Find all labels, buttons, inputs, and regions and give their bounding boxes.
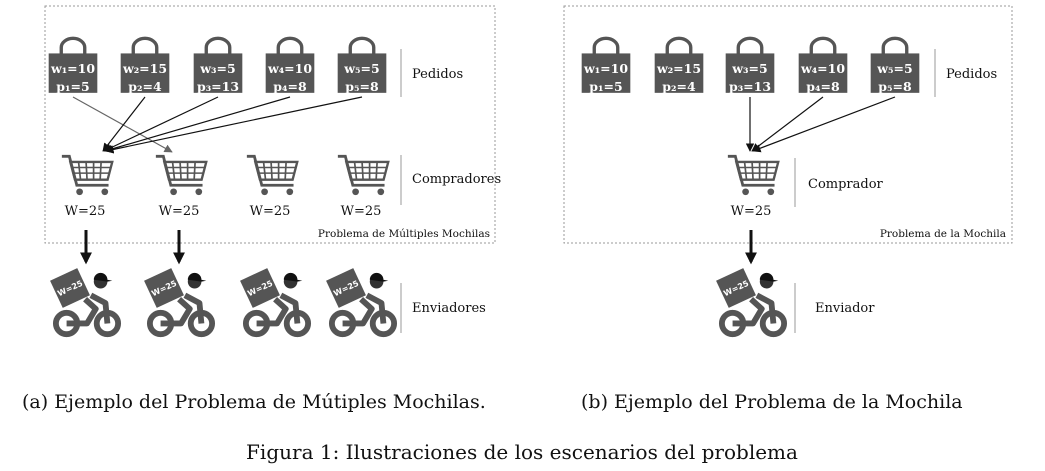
- order-bag: w₅=5 p₅=8: [336, 36, 388, 95]
- courier-label: Enviador: [815, 301, 875, 316]
- order-weight: w₁=10: [583, 61, 628, 76]
- courier-box: [144, 268, 184, 308]
- buyer-capacity: W=25: [341, 204, 382, 219]
- order-bag: w₁=10 p₁=5: [580, 36, 632, 95]
- orders-label: Pedidos: [412, 67, 463, 82]
- cart-icon: [245, 154, 299, 197]
- courier-box: [716, 268, 756, 308]
- courier: W=25: [716, 268, 784, 334]
- order-bag: w₄=10 p₄=8: [264, 36, 316, 95]
- order-bag: w₂=15 p₂=4: [653, 36, 705, 95]
- caption-b: (b) Ejemplo del Problema de la Mochila: [581, 391, 963, 413]
- problem-box-label: Problema de la Mochila: [880, 228, 1006, 240]
- buyer-capacity: W=25: [159, 204, 200, 219]
- order-weight: w₄=10: [267, 61, 312, 76]
- order-profit: p₅=8: [878, 79, 912, 94]
- panel-a: w₁=10 p₁=5 w₂=15 p₂=4 w₃=5 p₃=13 w₄=10 p…: [22, 5, 501, 413]
- courier-box: [240, 268, 280, 308]
- order-weight: w₂=15: [656, 61, 701, 76]
- order-bag: w₃=5 p₃=13: [724, 36, 776, 95]
- order-profit: p₃=13: [729, 79, 771, 94]
- order-profit: p₅=8: [345, 79, 379, 94]
- figure-caption: Figura 1: Ilustraciones de los escenario…: [246, 440, 798, 464]
- order-bag: w₅=5 p₅=8: [869, 36, 921, 95]
- arrow: [751, 96, 824, 152]
- order-profit: p₃=13: [197, 79, 239, 94]
- courier: W=25: [50, 268, 118, 334]
- cart-icon: [726, 154, 780, 197]
- arrow: [105, 96, 363, 154]
- order-profit: p₂=4: [662, 79, 696, 94]
- order-bag: w₂=15 p₂=4: [119, 36, 171, 95]
- cart-icon: [336, 154, 390, 197]
- cart-icon: [154, 154, 208, 197]
- courier-box: [326, 268, 366, 308]
- order-weight: w₃=5: [731, 61, 767, 76]
- problem-box-label: Problema de Múltiples Mochilas: [318, 228, 490, 240]
- arrow: [102, 96, 146, 152]
- order-bag: w₄=10 p₄=8: [797, 36, 849, 95]
- order-profit: p₁=5: [589, 79, 622, 94]
- order-weight: w₅=5: [876, 61, 912, 76]
- order-weight: w₃=5: [199, 61, 235, 76]
- courier: W=25: [240, 268, 308, 334]
- panel-b: w₁=10 p₁=5 w₂=15 p₂=4 w₃=5 p₃=13 w₄=10 p…: [563, 5, 1013, 413]
- assignment-arrows: [72, 96, 363, 154]
- arrow: [103, 96, 219, 152]
- arrow: [72, 96, 173, 153]
- dashed-box-b: [563, 5, 1013, 244]
- order-weight: w₂=15: [122, 61, 167, 76]
- buyer-capacity: W=25: [65, 204, 106, 219]
- order-profit: p₄=8: [806, 79, 840, 94]
- buyer-label: Comprador: [808, 177, 884, 192]
- orders-label: Pedidos: [946, 67, 997, 82]
- order-weight: w₅=5: [343, 61, 379, 76]
- arrow: [752, 96, 896, 153]
- arrow: [104, 96, 291, 153]
- order-profit: p₄=8: [273, 79, 307, 94]
- order-weight: w₄=10: [800, 61, 845, 76]
- buyers-label: Compradores: [412, 172, 501, 187]
- dashed-box-a: [44, 5, 496, 244]
- courier: W=25: [144, 268, 212, 334]
- buyer-capacity: W=25: [250, 204, 291, 219]
- order-bag: w₃=5 p₃=13: [192, 36, 244, 95]
- caption-a: (a) Ejemplo del Problema de Mútiples Moc…: [22, 391, 486, 413]
- buyer-capacity: W=25: [731, 204, 772, 219]
- couriers-label: Enviadores: [412, 301, 486, 316]
- order-bag: w₁=10 p₁=5: [47, 36, 99, 95]
- courier-box: [50, 268, 90, 308]
- order-profit: p₁=5: [56, 79, 89, 94]
- cart-icon: [60, 154, 114, 197]
- assignment-arrows: [745, 96, 896, 153]
- courier: W=25: [326, 268, 394, 334]
- order-profit: p₂=4: [128, 79, 162, 94]
- order-weight: w₁=10: [50, 61, 95, 76]
